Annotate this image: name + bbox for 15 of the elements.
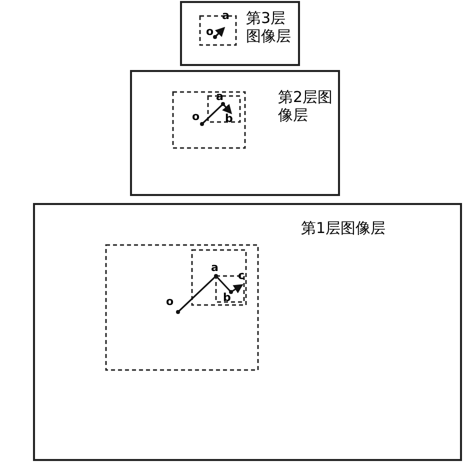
layer-title: 第3层图像层 [246,9,292,45]
point-label: b [225,113,233,125]
layer-title: 第1层图像层 [301,219,387,237]
layer-frame [33,203,462,461]
point-label: b [223,292,231,304]
point-label: c [238,270,245,282]
point-label: o [192,111,200,123]
point-label: o [206,26,214,38]
point-label: a [216,91,224,103]
point-label: a [222,10,230,22]
layer-frame [130,70,340,196]
point-label: a [211,262,218,274]
point-label: o [166,296,174,308]
layer-frame [180,1,300,66]
layer-title: 第2层图像层 [278,88,334,124]
